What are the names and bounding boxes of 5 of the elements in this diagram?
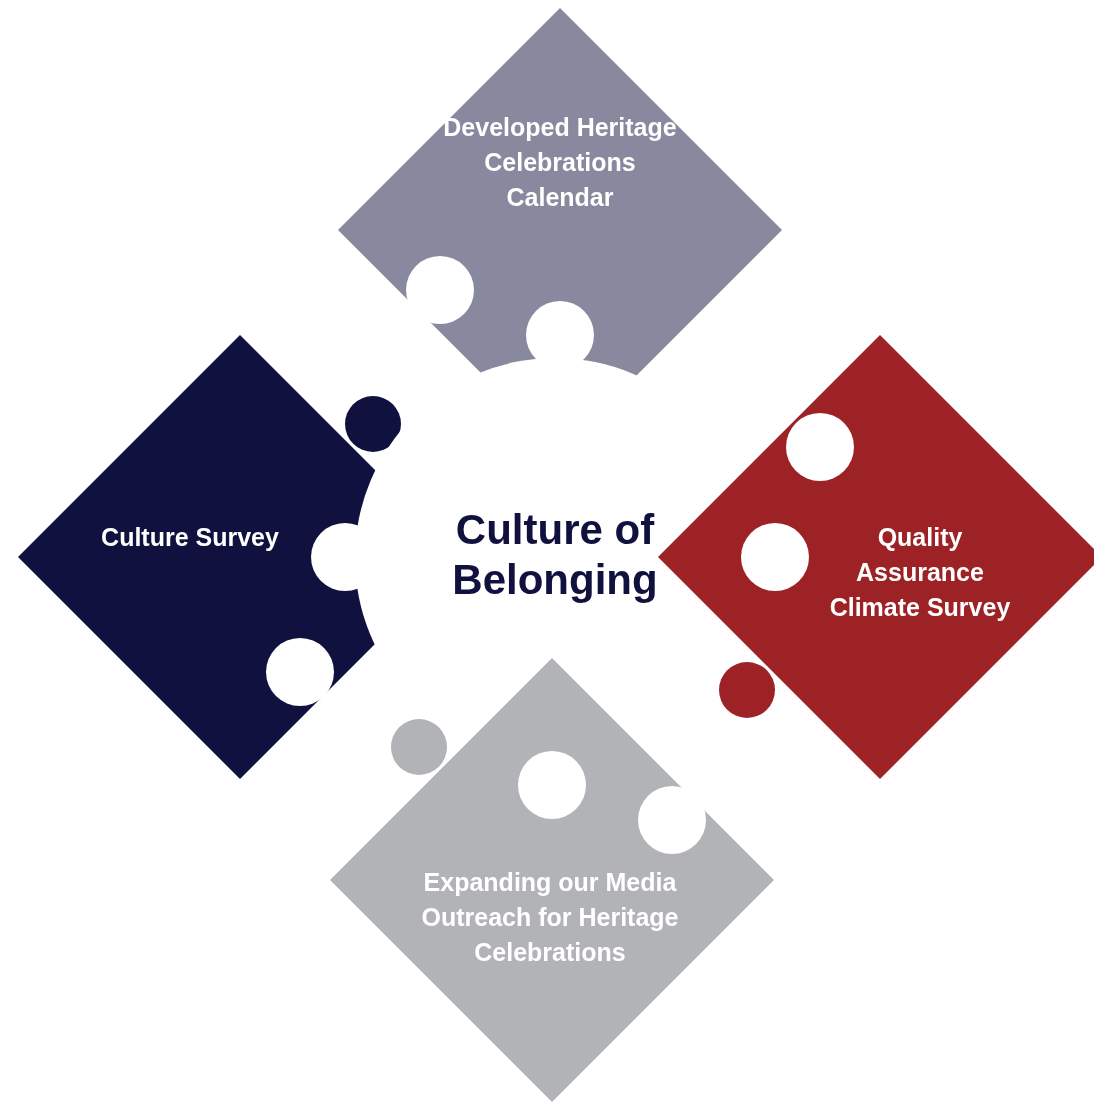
- piece-label: Expanding our Media Outreach for Heritage Celebrations: [420, 867, 680, 968]
- piece-label: Developed Heritage Celebrations Calendar: [442, 112, 678, 213]
- piece-label: Culture Survey: [100, 522, 280, 553]
- piece-label: Quality Assurance Climate Survey: [828, 522, 1012, 623]
- center-title: Culture of Belonging: [451, 505, 659, 605]
